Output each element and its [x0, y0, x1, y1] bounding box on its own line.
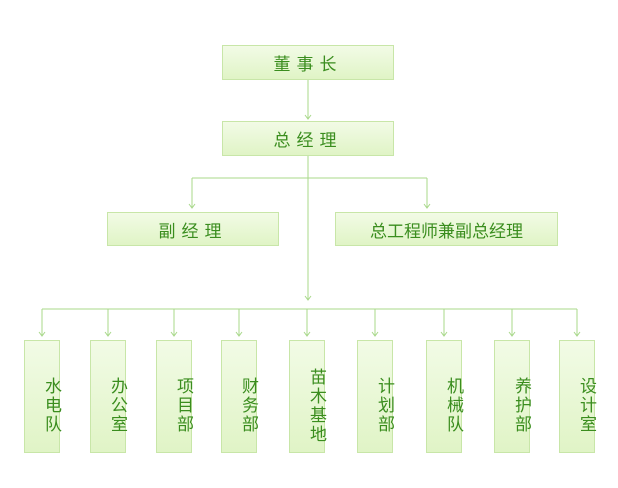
dept-box-project: 项目部 [156, 340, 193, 453]
arrowhead-dept [440, 331, 448, 337]
dept-label-planning: 计划部 [374, 377, 394, 434]
dept-label-nursery: 苗木基地 [306, 367, 326, 444]
dept-box-water-electric: 水电队 [24, 340, 61, 453]
chairman-box: 董事长 [222, 45, 394, 80]
dept-box-maintenance: 养护部 [494, 340, 531, 453]
general-manager-box: 总经理 [222, 121, 394, 156]
dept-label-design: 设计室 [576, 377, 596, 434]
arrowhead-dept [303, 331, 311, 337]
dept-label-finance: 财务部 [238, 377, 258, 434]
arrowhead-dept [38, 331, 46, 337]
deputy-manager-box: 副经理 [107, 212, 279, 246]
dept-box-nursery: 苗木基地 [289, 340, 326, 453]
general-manager-label: 总经理 [273, 131, 343, 151]
dept-label-project: 项目部 [173, 377, 193, 434]
dept-label-maintenance: 养护部 [511, 377, 531, 434]
arrowhead-trunk [304, 295, 312, 301]
arrowhead-dept [104, 331, 112, 337]
dept-label-water-electric: 水电队 [41, 377, 61, 434]
arrowhead-dept [371, 331, 379, 337]
arrowhead-deputy-right [423, 203, 431, 209]
arrowhead-deputy-left [188, 203, 196, 209]
arrowhead-dept [170, 331, 178, 337]
chief-engineer-label: 总工程师兼副总经理 [370, 221, 523, 242]
deputy-manager-label: 副经理 [158, 221, 228, 242]
dept-box-office: 办公室 [90, 340, 127, 453]
dept-label-office: 办公室 [107, 377, 127, 434]
dept-box-design: 设计室 [559, 340, 596, 453]
arrowhead-dept [573, 331, 581, 337]
dept-label-machinery: 机械队 [443, 377, 463, 434]
chief-engineer-box: 总工程师兼副总经理 [335, 212, 558, 246]
dept-box-finance: 财务部 [221, 340, 258, 453]
arrowhead-dept [235, 331, 243, 337]
arrowhead-dept [508, 331, 516, 337]
dept-box-machinery: 机械队 [426, 340, 463, 453]
dept-box-planning: 计划部 [357, 340, 394, 453]
arrowhead-gm [304, 114, 312, 120]
chairman-label: 董事长 [273, 55, 343, 75]
